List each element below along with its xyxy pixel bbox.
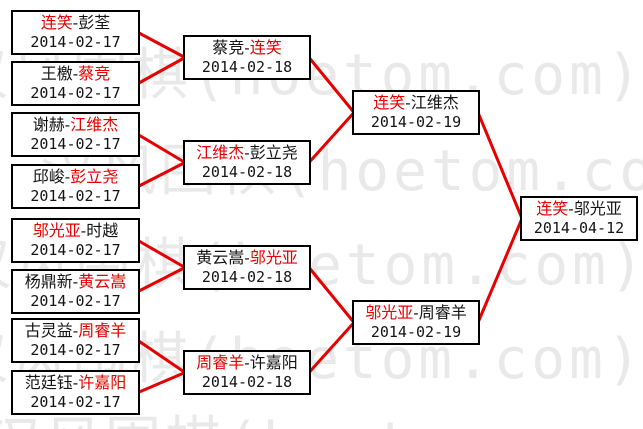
player-left: 邬光亚 (32, 221, 81, 241)
player-right: 彭立尧 (249, 143, 298, 163)
player-right: 许嘉阳 (78, 373, 127, 393)
match-players: 范廷钰-许嘉阳 (24, 373, 127, 393)
vs-separator: - (72, 272, 79, 292)
player-right: 黄云嵩 (78, 272, 127, 292)
player-left: 邱峻 (32, 167, 65, 187)
vs-separator: - (568, 199, 574, 219)
player-left: 古灵益 (24, 321, 73, 341)
vs-separator: - (72, 64, 79, 84)
match-date: 2014-04-12 (533, 218, 625, 237)
match-players: 邱峻-彭立尧 (32, 167, 119, 187)
player-left: 邬光亚 (365, 303, 414, 323)
player-left: 杨鼎新 (24, 272, 73, 292)
player-right: 周睿羊 (418, 303, 467, 323)
player-left: 连笑 (40, 13, 73, 33)
match-date: 2014-02-17 (30, 134, 121, 153)
match-date: 2014-02-17 (30, 392, 121, 411)
player-right: 邬光亚 (249, 248, 298, 268)
match-players: 连笑-江维杰 (373, 93, 459, 113)
player-right: 时越 (86, 221, 119, 241)
match-players: 连笑-彭荃 (40, 13, 111, 33)
player-right: 江维杰 (70, 115, 119, 135)
player-left: 蔡竞 (212, 38, 245, 58)
vs-separator: - (405, 93, 411, 113)
match-players: 邬光亚-周睿羊 (365, 303, 467, 323)
match-box-sf-0: 连笑-江维杰 2014-02-19 (352, 90, 480, 135)
player-right: 邬光亚 (573, 199, 622, 219)
match-box-r1-1: 王檄-蔡竞 2014-02-17 (11, 61, 140, 106)
match-players: 谢赫-江维杰 (32, 115, 119, 135)
match-box-r2-2: 黄云嵩-邬光亚 2014-02-18 (183, 245, 311, 290)
player-right: 连笑 (249, 38, 282, 58)
match-players: 连笑-邬光亚 (536, 199, 622, 219)
player-left: 黄云嵩 (196, 248, 245, 268)
vs-separator: - (244, 143, 250, 163)
match-box-r1-4: 邬光亚-时越 2014-02-17 (11, 218, 140, 263)
player-right: 彭立尧 (70, 167, 119, 187)
match-date: 2014-02-17 (30, 83, 121, 102)
match-players: 古灵益-周睿羊 (24, 321, 127, 341)
vs-separator: - (244, 38, 250, 58)
vs-separator: - (72, 13, 79, 33)
match-players: 江维杰-彭立尧 (196, 143, 298, 163)
player-left: 连笑 (536, 199, 569, 219)
vs-separator: - (244, 353, 250, 373)
vs-separator: - (413, 303, 419, 323)
player-left: 江维杰 (196, 143, 245, 163)
player-left: 谢赫 (32, 115, 65, 135)
match-box-r1-3: 邱峻-彭立尧 2014-02-17 (11, 164, 140, 209)
match-box-r2-1: 江维杰-彭立尧 2014-02-18 (183, 140, 311, 185)
player-left: 范廷钰 (24, 373, 73, 393)
player-left: 连笑 (373, 93, 406, 113)
match-box-r1-2: 谢赫-江维杰 2014-02-17 (11, 112, 140, 157)
match-date: 2014-02-17 (30, 186, 121, 205)
vs-separator: - (80, 221, 87, 241)
player-right: 许嘉阳 (249, 353, 298, 373)
watermark-text: 汉风围棋(hoetom.com) (0, 398, 643, 429)
vs-separator: - (244, 248, 250, 268)
match-date: 2014-02-18 (201, 57, 293, 76)
match-box-r2-3: 周睿羊-许嘉阳 2014-02-18 (183, 350, 311, 395)
match-players: 周睿羊-许嘉阳 (196, 353, 298, 373)
player-left: 王檄 (40, 64, 73, 84)
vs-separator: - (72, 373, 79, 393)
match-box-r1-6: 古灵益-周睿羊 2014-02-17 (11, 318, 140, 363)
player-right: 江维杰 (410, 93, 459, 113)
match-box-final: 连笑-邬光亚 2014-04-12 (520, 196, 638, 241)
match-box-r1-7: 范廷钰-许嘉阳 2014-02-17 (11, 370, 140, 415)
player-right: 周睿羊 (78, 321, 127, 341)
match-date: 2014-02-18 (201, 162, 293, 181)
watermark-text: 汉风围棋(hoetom.com) (40, 139, 643, 204)
match-date: 2014-02-17 (30, 340, 121, 359)
match-box-sf-1: 邬光亚-周睿羊 2014-02-19 (352, 300, 480, 345)
match-box-r1-5: 杨鼎新-黄云嵩 2014-02-17 (11, 269, 140, 314)
match-date: 2014-02-18 (201, 267, 293, 286)
match-players: 邬光亚-时越 (32, 221, 119, 241)
match-box-r1-0: 连笑-彭荃 2014-02-17 (11, 10, 140, 55)
match-date: 2014-02-17 (30, 240, 121, 259)
vs-separator: - (64, 115, 71, 135)
match-players: 蔡竞-连笑 (212, 38, 282, 58)
match-date: 2014-02-17 (30, 32, 121, 51)
player-right: 蔡竞 (78, 64, 111, 84)
vs-separator: - (64, 167, 71, 187)
match-date: 2014-02-17 (30, 291, 121, 310)
match-players: 王檄-蔡竞 (40, 64, 111, 84)
match-players: 黄云嵩-邬光亚 (196, 248, 298, 268)
player-left: 周睿羊 (196, 353, 245, 373)
match-date: 2014-02-19 (370, 322, 462, 341)
match-players: 杨鼎新-黄云嵩 (24, 272, 127, 292)
match-box-r2-0: 蔡竞-连笑 2014-02-18 (183, 35, 311, 80)
match-date: 2014-02-19 (370, 112, 462, 131)
vs-separator: - (72, 321, 79, 341)
player-right: 彭荃 (78, 13, 111, 33)
match-date: 2014-02-18 (201, 372, 293, 391)
